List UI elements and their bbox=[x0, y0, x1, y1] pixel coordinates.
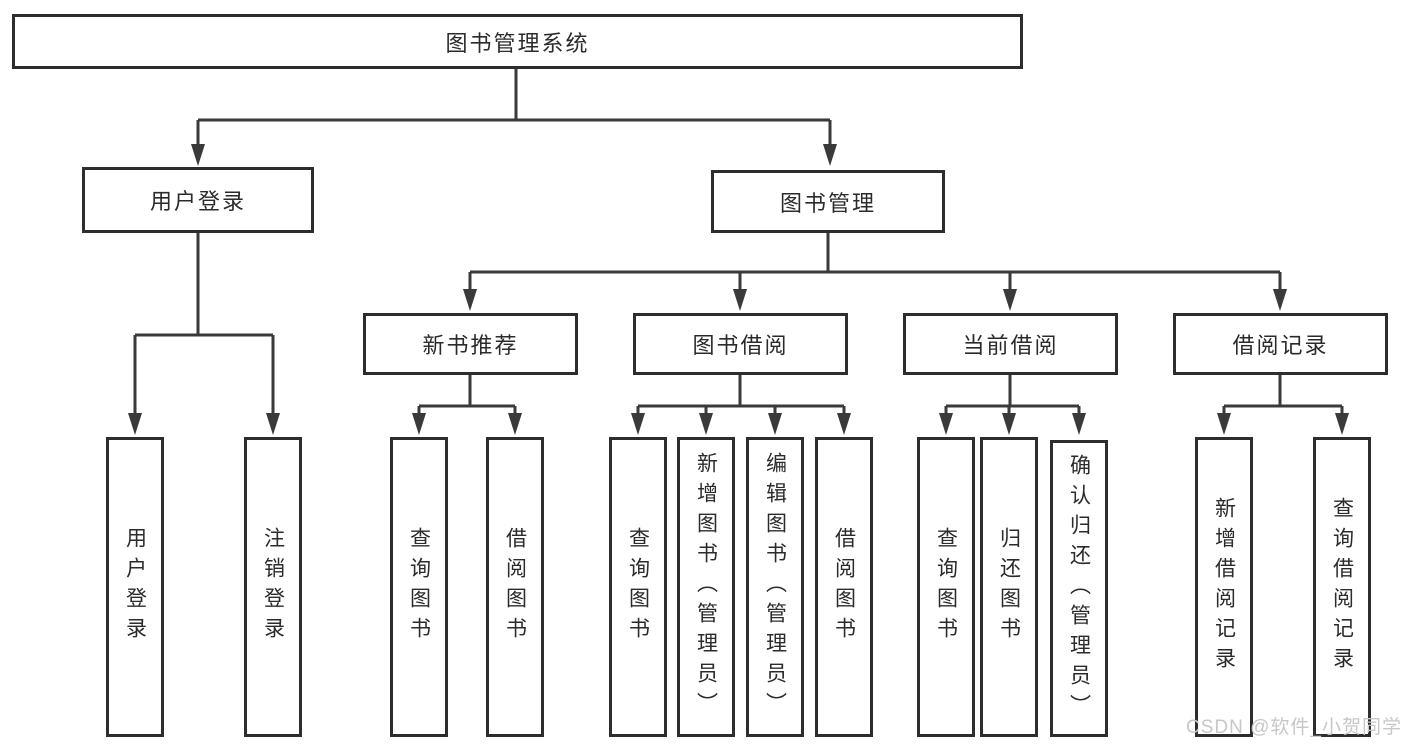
connector-bookborrow-to-leaves bbox=[636, 375, 846, 416]
leaf-edit-books-admin-label: 编辑图书（管理员） bbox=[763, 452, 787, 722]
arrow-down-icon bbox=[266, 413, 280, 435]
node-user-login: 用户登录 bbox=[82, 167, 314, 233]
leaf-query-books-1-label: 查询图书 bbox=[407, 527, 431, 647]
leaf-user-login: 用户登录 bbox=[106, 437, 164, 737]
node-current-borrowing: 当前借阅 bbox=[903, 313, 1118, 375]
node-new-book-recommend-label: 新书推荐 bbox=[422, 333, 519, 358]
connector-bookmgmt-to-level3 bbox=[468, 233, 1282, 292]
leaf-return-books-label: 归还图书 bbox=[997, 527, 1021, 647]
arrow-down-icon bbox=[128, 413, 142, 435]
node-book-management-label: 图书管理 bbox=[779, 190, 876, 216]
arrow-down-icon bbox=[837, 413, 851, 435]
arrow-down-icon bbox=[939, 413, 953, 435]
node-book-borrowing-label: 图书借阅 bbox=[692, 333, 789, 358]
connector-root-to-level2 bbox=[196, 69, 832, 149]
node-root: 图书管理系统 bbox=[12, 14, 1023, 69]
leaf-query-borrow-record-label: 查询借阅记录 bbox=[1330, 497, 1354, 677]
leaf-logout: 注销登录 bbox=[244, 437, 302, 737]
arrow-down-icon bbox=[191, 144, 205, 166]
leaf-borrow-books-2: 借阅图书 bbox=[815, 437, 873, 737]
arrow-down-icon bbox=[508, 413, 522, 435]
arrow-down-icon bbox=[412, 413, 426, 435]
leaf-query-books-2-label: 查询图书 bbox=[626, 527, 650, 647]
arrow-down-icon bbox=[463, 289, 477, 311]
connector-userlogin-to-leaves bbox=[133, 233, 275, 416]
arrow-down-icon bbox=[1335, 413, 1349, 435]
leaf-confirm-return-admin-label: 确认归还（管理员） bbox=[1067, 453, 1091, 724]
watermark: CSDN @软件_小贺同学 bbox=[1186, 717, 1402, 738]
arrow-down-icon bbox=[768, 413, 782, 435]
leaf-query-books-2: 查询图书 bbox=[609, 437, 667, 737]
node-current-borrowing-label: 当前借阅 bbox=[962, 333, 1059, 358]
node-user-login-label: 用户登录 bbox=[149, 189, 246, 214]
leaf-add-books-admin-label: 新增图书（管理员） bbox=[694, 452, 718, 722]
leaf-add-borrow-record: 新增借阅记录 bbox=[1195, 437, 1253, 737]
leaf-add-books-admin: 新增图书（管理员） bbox=[677, 437, 735, 737]
arrow-down-icon bbox=[1273, 289, 1287, 311]
leaf-return-books: 归还图书 bbox=[980, 437, 1038, 737]
arrow-down-icon bbox=[823, 144, 837, 166]
arrow-down-icon bbox=[699, 413, 713, 435]
leaf-confirm-return-admin: 确认归还（管理员） bbox=[1050, 440, 1108, 737]
arrow-down-icon bbox=[631, 413, 645, 435]
node-book-borrowing: 图书借阅 bbox=[633, 313, 848, 375]
connector-borrowrecord-to-leaves bbox=[1222, 375, 1344, 416]
arrow-down-icon bbox=[1072, 413, 1086, 435]
node-book-management: 图书管理 bbox=[711, 170, 945, 233]
leaf-add-borrow-record-label: 新增借阅记录 bbox=[1212, 497, 1236, 677]
leaf-borrow-books-1-label: 借阅图书 bbox=[503, 527, 527, 647]
connector-newbook-to-leaves bbox=[417, 375, 517, 416]
leaf-query-books-3: 查询图书 bbox=[917, 437, 975, 737]
arrow-down-icon bbox=[733, 289, 747, 311]
node-borrowing-records-label: 借阅记录 bbox=[1232, 333, 1329, 358]
leaf-query-borrow-record: 查询借阅记录 bbox=[1313, 437, 1371, 737]
leaf-query-books-3-label: 查询图书 bbox=[934, 527, 958, 647]
leaf-edit-books-admin: 编辑图书（管理员） bbox=[746, 437, 804, 737]
node-root-label: 图书管理系统 bbox=[445, 30, 590, 56]
leaf-logout-label: 注销登录 bbox=[261, 527, 285, 647]
leaf-query-books-1: 查询图书 bbox=[390, 437, 448, 737]
arrow-down-icon bbox=[1003, 289, 1017, 311]
node-new-book-recommend: 新书推荐 bbox=[363, 313, 578, 375]
leaf-user-login-label: 用户登录 bbox=[123, 527, 147, 647]
arrow-down-icon bbox=[1002, 413, 1016, 435]
connector-currentborrow-to-leaves bbox=[944, 375, 1081, 416]
leaf-borrow-books-2-label: 借阅图书 bbox=[832, 527, 856, 647]
leaf-borrow-books-1: 借阅图书 bbox=[486, 437, 544, 737]
node-borrowing-records: 借阅记录 bbox=[1173, 313, 1388, 375]
arrow-down-icon bbox=[1217, 413, 1231, 435]
